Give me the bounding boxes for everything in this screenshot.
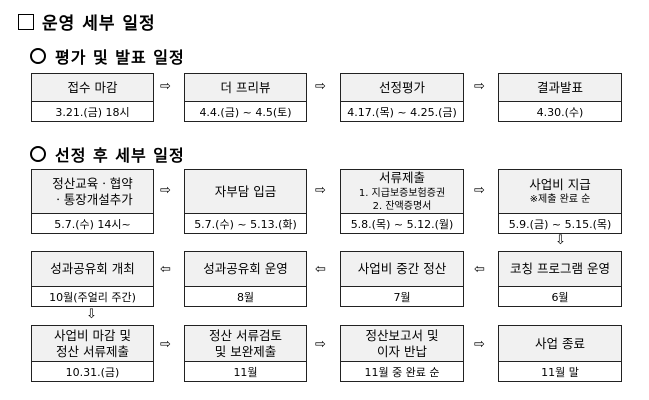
step-date: 11월 중 완료 순 (341, 361, 463, 381)
step-date: 4.17.(목) ~ 4.25.(금) (341, 101, 463, 121)
step-label: 서류제출 (378, 170, 425, 186)
step-date: 4.4.(금) ~ 4.5(토) (185, 101, 306, 121)
page-title: 운영 세부 일정 (18, 9, 156, 34)
step-date: 6월 (499, 286, 621, 306)
step-interim-settlement: 사업비 중간 정산 7월 (340, 251, 464, 307)
step-note: ※제출 완료 순 (529, 194, 591, 206)
step-label-line2: 이자 반납 (377, 344, 427, 359)
step-label-line2: 정산 서류제출 (56, 344, 129, 359)
arrow-left-icon: ⇦ (474, 262, 485, 277)
arrow-right-icon: ⇨ (315, 79, 326, 94)
step-label: 성과공유회 개최 (50, 261, 135, 277)
checkbox-icon (18, 14, 34, 30)
section-title-post-selection: 선정 후 세부 일정 (30, 142, 185, 166)
arrow-right-icon: ⇨ (160, 79, 171, 94)
step-performance-sharing-operation: 성과공유회 운영 8월 (184, 251, 307, 307)
step-label-line2: 및 보완제출 (214, 344, 277, 359)
arrow-down-icon: ⇩ (86, 307, 97, 322)
step-project-end: 사업 종료 11월 말 (498, 325, 622, 382)
step-self-payment: 자부담 입금 5.7.(수) ~ 5.13.(화) (184, 169, 307, 234)
step-coaching-program: 코칭 프로그램 운영 6월 (498, 251, 622, 307)
step-settlement-report: 정산보고서 및 이자 반납 11월 중 완료 순 (340, 325, 464, 382)
step-sub-item-2: 2. 잔액증명서 (372, 201, 432, 213)
page-title-text: 운영 세부 일정 (42, 14, 156, 34)
arrow-right-icon: ⇨ (315, 183, 326, 198)
arrow-right-icon: ⇨ (160, 337, 171, 352)
step-selection-evaluation: 선정평가 4.17.(목) ~ 4.25.(금) (340, 73, 464, 122)
step-date: 10월(주얼리 주간) (32, 286, 153, 306)
step-date: 5.7.(수) 14시~ (32, 213, 153, 233)
arrow-right-icon: ⇨ (474, 79, 485, 94)
arrow-right-icon: ⇨ (474, 337, 485, 352)
arrow-down-icon: ⇩ (555, 233, 566, 248)
section-title-evaluation: 평가 및 발표 일정 (30, 44, 185, 68)
step-label: 사업비 지급 (529, 177, 591, 193)
step-training-agreement: 정산교육ㆍ협약 ㆍ통장개설추가 5.7.(수) 14시~ (31, 169, 154, 234)
step-label: 더 프리뷰 (220, 79, 271, 95)
step-label: 코칭 프로그램 운영 (510, 261, 610, 277)
step-result-announcement: 결과발표 4.30.(수) (498, 73, 622, 122)
step-date: 10.31.(금) (32, 361, 153, 381)
section-title-text: 평가 및 발표 일정 (55, 48, 185, 67)
step-date: 5.7.(수) ~ 5.13.(화) (185, 213, 306, 233)
step-label: 선정평가 (378, 79, 425, 95)
circle-bullet-icon (30, 146, 46, 162)
step-fund-closing: 사업비 마감 및 정산 서류제출 10.31.(금) (31, 325, 154, 382)
step-fund-payment: 사업비 지급 ※제출 완료 순 5.9.(금) ~ 5.15.(목) (498, 169, 622, 234)
step-label: 접수 마감 (67, 79, 118, 95)
step-date: 4.30.(수) (499, 101, 621, 121)
step-the-preview: 더 프리뷰 4.4.(금) ~ 4.5(토) (184, 73, 307, 122)
arrow-left-icon: ⇦ (160, 262, 171, 277)
step-label-line2: ㆍ통장개설추가 (52, 192, 133, 207)
step-date: 11월 (185, 361, 306, 381)
step-date: 7월 (341, 286, 463, 306)
step-label: 사업비 중간 정산 (357, 261, 447, 277)
step-date: 5.8.(목) ~ 5.12.(월) (341, 213, 463, 233)
circle-bullet-icon (30, 48, 46, 64)
step-sub-item-1: 1. 지급보증보험증권 (358, 187, 446, 199)
arrow-right-icon: ⇨ (474, 183, 485, 198)
arrow-right-icon: ⇨ (315, 337, 326, 352)
step-date: 3.21.(금) 18시 (32, 101, 153, 121)
step-label: 결과발표 (536, 79, 583, 95)
step-date: 5.9.(금) ~ 5.15.(목) (499, 213, 621, 233)
step-document-review: 정산 서류검토 및 보완제출 11월 (184, 325, 307, 382)
step-submission-deadline: 접수 마감 3.21.(금) 18시 (31, 73, 154, 122)
step-label-line1: 정산보고서 및 (365, 327, 439, 343)
step-performance-sharing-event: 성과공유회 개최 10월(주얼리 주간) (31, 251, 154, 307)
step-label-line1: 정산교육ㆍ협약 (52, 175, 133, 191)
step-label: 사업 종료 (535, 335, 585, 351)
step-document-submission: 서류제출 1. 지급보증보험증권 2. 잔액증명서 5.8.(목) ~ 5.12… (340, 169, 464, 234)
step-label-line1: 정산 서류검토 (209, 327, 282, 343)
section-title-text: 선정 후 세부 일정 (55, 146, 185, 165)
step-label: 성과공유회 운영 (203, 261, 288, 277)
arrow-right-icon: ⇨ (160, 183, 171, 198)
step-date: 8월 (185, 286, 306, 306)
step-label-line1: 사업비 마감 및 (54, 327, 131, 343)
arrow-left-icon: ⇦ (315, 262, 326, 277)
step-date: 11월 말 (499, 361, 621, 381)
step-label: 자부담 입금 (214, 183, 277, 199)
